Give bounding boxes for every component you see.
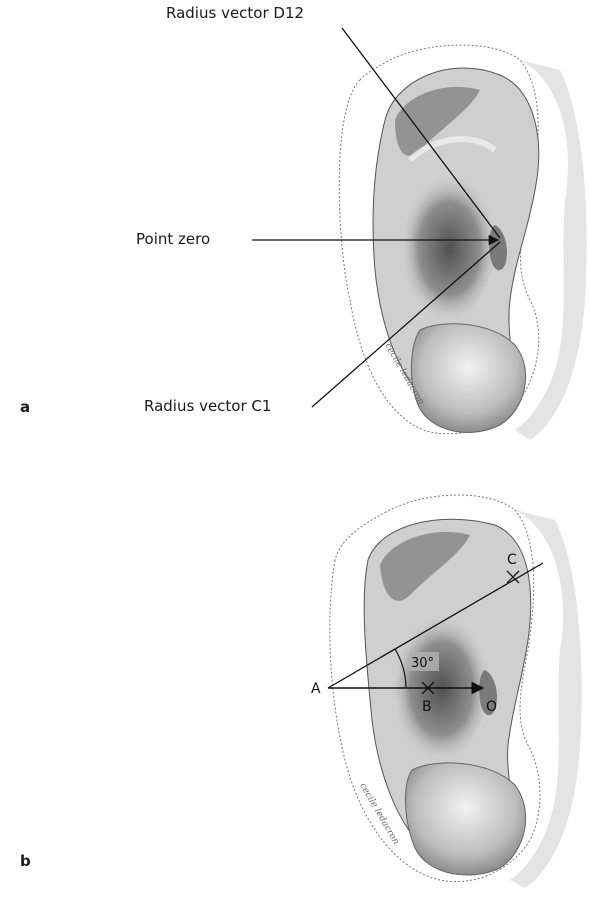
point-a-label: A: [311, 681, 321, 697]
angle-label: 30°: [411, 656, 434, 671]
point-c-label: C: [507, 552, 517, 568]
lobe-a: [411, 324, 525, 433]
point-o-label: O: [486, 699, 497, 715]
ear-sketch-b: cecile ledacron: [330, 495, 582, 888]
point-b-label: B: [422, 699, 432, 715]
ear-sketch-a: cecile ledacron: [339, 45, 587, 440]
lobe-b: [406, 763, 526, 875]
